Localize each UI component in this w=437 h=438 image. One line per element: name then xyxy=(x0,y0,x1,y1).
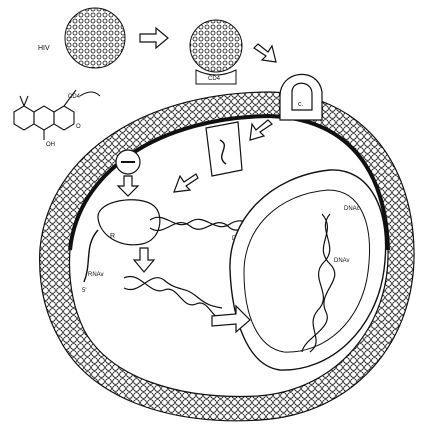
cd4-receptor-mark xyxy=(80,92,100,96)
label-rnav: RNAv xyxy=(88,272,104,278)
label-5prime: 5' xyxy=(82,288,86,294)
hiv-virus-free xyxy=(65,8,125,68)
hiv-virus-fusing xyxy=(280,74,322,120)
label-r: R xyxy=(110,233,115,240)
label-capsid: c. xyxy=(298,101,304,108)
label-o: O xyxy=(76,124,81,130)
arrow-icon-5 xyxy=(118,176,138,196)
arrow-icon-6 xyxy=(134,248,154,272)
inhibitor-sign xyxy=(116,150,140,174)
label-cd4-1: CD4 xyxy=(208,76,221,82)
arrow-icon-2 xyxy=(254,44,276,62)
arrow-icon-3 xyxy=(250,120,272,140)
label-dnav-nucleus: DNAv xyxy=(334,258,350,264)
capsid-uncoating xyxy=(206,122,242,176)
label-dnac: DNAc xyxy=(344,206,360,212)
reverse-transcriptase xyxy=(98,200,160,245)
arrow-icon-4 xyxy=(174,174,198,192)
chemical-structure-icon xyxy=(14,90,76,140)
label-hiv: HIV xyxy=(38,45,50,52)
label-oh: OH xyxy=(46,142,55,148)
dna-double-helix xyxy=(124,276,222,318)
hiv-virus-binding xyxy=(190,20,242,84)
arrow-icon-1 xyxy=(140,28,168,48)
label-cd4-2: CD4 xyxy=(68,94,81,100)
